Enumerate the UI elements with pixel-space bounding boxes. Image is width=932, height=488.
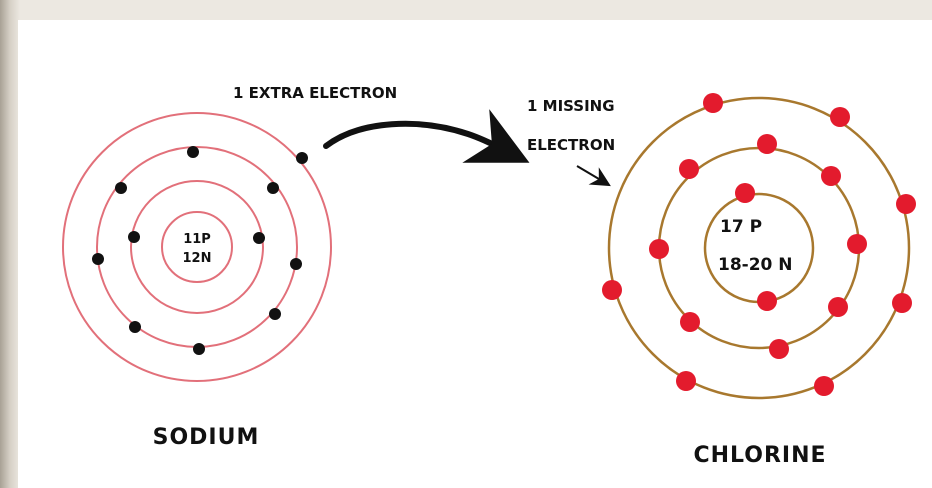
sodium-shell-1 <box>131 181 263 313</box>
sodium-neutrons-label: 12N <box>183 251 212 266</box>
chlorine-electron-5 <box>821 166 841 186</box>
sodium-electron-10 <box>193 343 205 355</box>
sodium-electron-6 <box>92 253 104 265</box>
chlorine-electron-6 <box>649 239 669 259</box>
sodium-electron-8 <box>129 321 141 333</box>
chlorine-electron-7 <box>847 234 867 254</box>
chlorine-protons-label: 17 P <box>720 217 762 237</box>
sodium-electron-11 <box>296 152 308 164</box>
sodium-atom: 11P 12N SODIUM <box>63 113 331 450</box>
sodium-electron-3 <box>187 146 199 158</box>
chlorine-electron-15 <box>892 293 912 313</box>
sodium-shell-2 <box>97 147 297 347</box>
missing-electron-label-line1: 1 MISSING <box>527 97 615 115</box>
sodium-electron-1 <box>128 231 140 243</box>
chlorine-electron-1 <box>735 183 755 203</box>
sodium-electron-7 <box>290 258 302 270</box>
chlorine-electron-13 <box>896 194 916 214</box>
sodium-protons-label: 11P <box>183 232 211 247</box>
chlorine-electron-8 <box>680 312 700 332</box>
sodium-electron-4 <box>115 182 127 194</box>
sodium-name-label: SODIUM <box>153 425 260 450</box>
chlorine-electron-4 <box>679 159 699 179</box>
chlorine-electron-9 <box>828 297 848 317</box>
chlorine-name-label: CHLORINE <box>693 443 826 468</box>
chlorine-neutrons-label: 18-20 N <box>718 255 793 275</box>
chlorine-electron-17 <box>814 376 834 396</box>
transfer-arrow <box>326 124 508 152</box>
chlorine-atom: 17 P 18-20 N CHLORINE <box>602 93 916 468</box>
sodium-electron-2 <box>253 232 265 244</box>
chlorine-electron-3 <box>757 134 777 154</box>
extra-electron-label: 1 EXTRA ELECTRON <box>233 84 397 102</box>
chlorine-electron-14 <box>602 280 622 300</box>
missing-pointer-arrow <box>577 166 604 182</box>
chlorine-electron-11 <box>703 93 723 113</box>
chlorine-electron-10 <box>769 339 789 359</box>
chlorine-electron-12 <box>830 107 850 127</box>
chlorine-electron-16 <box>676 371 696 391</box>
chlorine-electron-2 <box>757 291 777 311</box>
chlorine-nucleus-ring <box>705 194 813 302</box>
sodium-electron-9 <box>269 308 281 320</box>
sodium-nucleus-ring <box>162 212 232 282</box>
missing-electron-label-line2: ELECTRON <box>527 136 615 154</box>
sodium-electron-5 <box>267 182 279 194</box>
